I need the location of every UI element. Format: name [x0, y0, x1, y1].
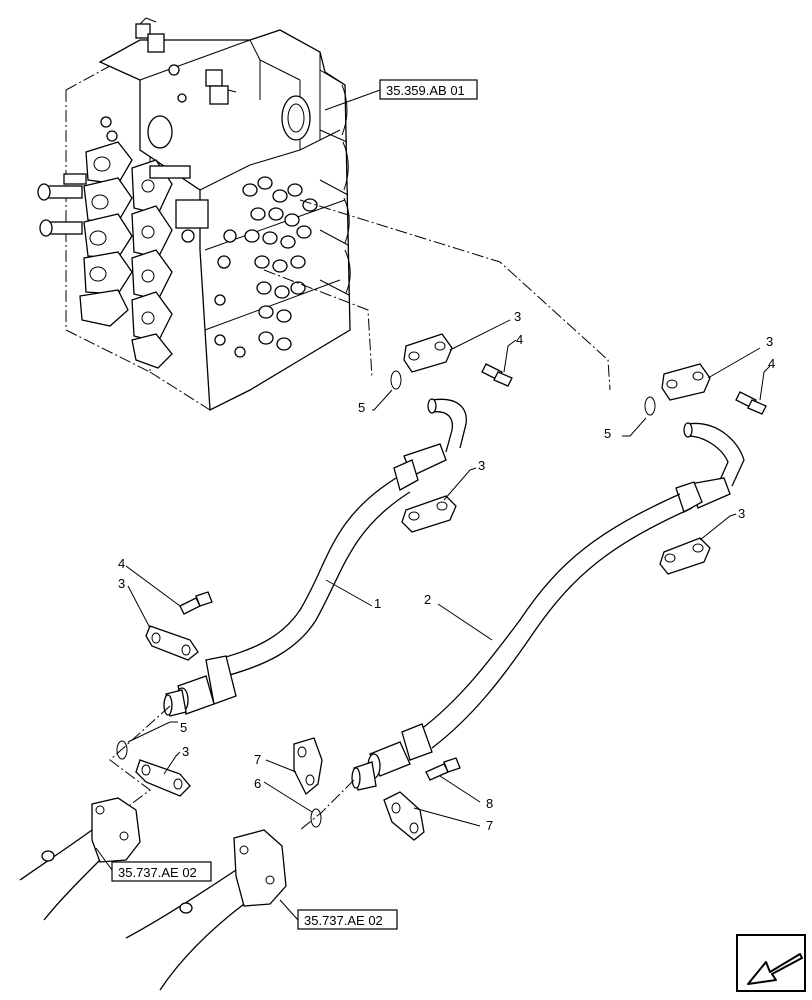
callout-screw-c: 4: [118, 556, 181, 607]
callout-oring-b: 5: [604, 417, 647, 441]
callout-clamp-c: 3: [443, 458, 485, 501]
lower-left-connection: [19, 797, 141, 921]
svg-text:3: 3: [766, 334, 773, 349]
callout-clamp-g: 7: [254, 752, 297, 773]
hose-assembly-1: [163, 398, 467, 717]
lower-right-connection: [125, 829, 287, 991]
flange-clamp-e: [145, 625, 199, 661]
callout-clamp-d: 3: [699, 506, 745, 541]
callout-hose-2: 2: [424, 592, 493, 641]
callout-screw-a: 4: [503, 332, 523, 373]
bolt-a: [481, 363, 513, 387]
svg-text:4: 4: [118, 556, 125, 571]
flange-clamp-d: [659, 537, 711, 575]
flange-clamp-g: [293, 737, 323, 796]
callout-clamp-e: 3: [118, 576, 151, 629]
svg-text:8: 8: [486, 796, 493, 811]
flange-clamp-h: [383, 791, 425, 841]
callout-oring-d: 6: [254, 776, 313, 813]
flange-clamp-c: [401, 495, 457, 533]
svg-text:3: 3: [738, 506, 745, 521]
callout-screw-d: 8: [439, 775, 493, 811]
flange-clamp-a: [403, 333, 453, 373]
callout-clamp-h: 7: [413, 807, 493, 833]
svg-text:7: 7: [254, 752, 261, 767]
svg-text:4: 4: [768, 356, 775, 371]
ref-valve-block[interactable]: 35.359.AB 01: [324, 79, 478, 111]
svg-text:1: 1: [374, 596, 381, 611]
arrow-down-left-icon[interactable]: [736, 934, 806, 992]
spool-caps-left: [37, 141, 133, 327]
callout-oring-a: 5: [358, 389, 393, 415]
svg-text:5: 5: [358, 400, 365, 415]
callout-oring-c: 5: [127, 720, 187, 743]
bolt-c: [179, 591, 213, 615]
svg-text:5: 5: [604, 426, 611, 441]
svg-text:3: 3: [118, 576, 125, 591]
svg-text:3: 3: [478, 458, 485, 473]
o-ring-b: [644, 396, 656, 416]
svg-text:3: 3: [514, 309, 521, 324]
ref-lower-right[interactable]: 35.737.AE 02: [279, 899, 398, 930]
svg-text:35.737.AE 02: 35.737.AE 02: [118, 865, 197, 880]
svg-text:3: 3: [182, 744, 189, 759]
o-ring-c: [116, 740, 128, 760]
callout-screw-b: 4: [759, 356, 775, 401]
svg-text:2: 2: [424, 592, 431, 607]
flange-clamp-f: [135, 759, 191, 797]
svg-text:35.737.AE 02: 35.737.AE 02: [304, 913, 383, 928]
svg-text:7: 7: [486, 818, 493, 833]
control-valve-block: [37, 17, 611, 412]
spool-caps-middle: [131, 159, 209, 369]
callout-clamp-f: 3: [163, 744, 189, 775]
port-fittings: [100, 64, 318, 358]
o-ring-d: [310, 808, 322, 828]
o-ring-a: [390, 370, 402, 390]
ref-lower-left[interactable]: 35.737.AE 02: [95, 847, 212, 882]
bolt-b: [735, 391, 767, 415]
callout-clamp-a: 3: [449, 309, 521, 351]
svg-text:6: 6: [254, 776, 261, 791]
hose-assembly-2: [351, 422, 745, 791]
flange-clamp-b: [661, 363, 711, 401]
bolt-d: [425, 757, 461, 781]
svg-text:35.359.AB 01: 35.359.AB 01: [386, 83, 465, 98]
svg-text:5: 5: [180, 720, 187, 735]
callout-clamp-b: 3: [707, 334, 773, 379]
svg-text:4: 4: [516, 332, 523, 347]
callout-hose-1: 1: [325, 579, 381, 611]
